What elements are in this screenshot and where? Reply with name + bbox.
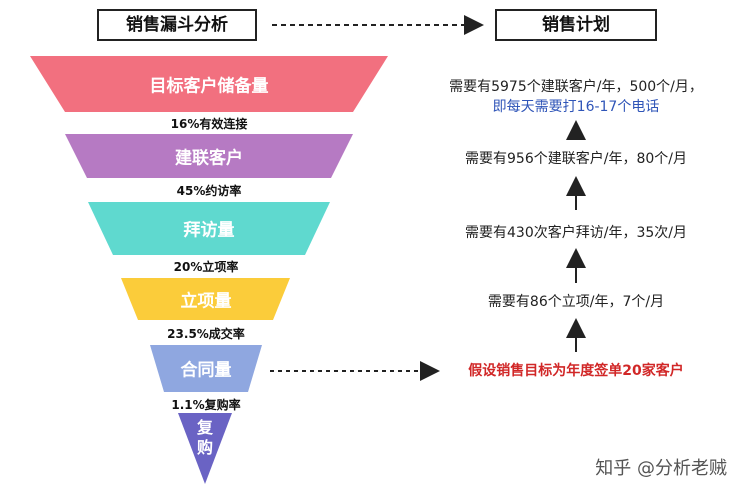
funnel-layer-3 bbox=[88, 202, 330, 255]
funnel-layer-2 bbox=[65, 134, 353, 178]
plan-line-customers: 需要有956个建联客户/年，80个/月 bbox=[465, 151, 687, 167]
rate-project: 20%立项率 bbox=[173, 260, 239, 274]
plan-line-connections: 需要有5975个建联客户/年，500个/月， bbox=[449, 79, 703, 95]
layer-label-visits: 拜访量 bbox=[183, 220, 235, 241]
plan-line-calls: 即每天需要打16-17个电话 bbox=[492, 99, 660, 115]
funnel-layer-5 bbox=[150, 345, 262, 392]
funnel-layer-4 bbox=[121, 278, 290, 320]
rate-valid-connection: 16%有效连接 bbox=[170, 117, 248, 131]
sales-plan-header: 销售计划 bbox=[495, 9, 657, 41]
funnel-layer-6 bbox=[178, 413, 232, 484]
layer-label-repurchase: 复购 bbox=[196, 418, 213, 457]
layer-label-target-customers: 目标客户储备量 bbox=[149, 76, 269, 97]
plan-line-goal: 假设销售目标为年度签单20家客户 bbox=[468, 363, 684, 379]
rate-repurchase: 1.1%复购率 bbox=[171, 398, 241, 412]
funnel-analysis-header: 销售漏斗分析 bbox=[97, 9, 257, 41]
plan-line-visits: 需要有430次客户拜访/年，35次/月 bbox=[465, 225, 687, 241]
rate-visit: 45%约访率 bbox=[176, 184, 242, 198]
watermark: 知乎 @分析老贼 bbox=[595, 458, 727, 479]
layer-label-contracts: 合同量 bbox=[180, 360, 232, 381]
rate-deal: 23.5%成交率 bbox=[167, 327, 245, 341]
plan-line-projects: 需要有86个立项/年，7个/月 bbox=[487, 294, 665, 310]
layer-label-projects: 立项量 bbox=[180, 291, 232, 312]
layer-label-connected-customers: 建联客户 bbox=[175, 148, 243, 169]
funnel-layer-1 bbox=[30, 56, 388, 112]
